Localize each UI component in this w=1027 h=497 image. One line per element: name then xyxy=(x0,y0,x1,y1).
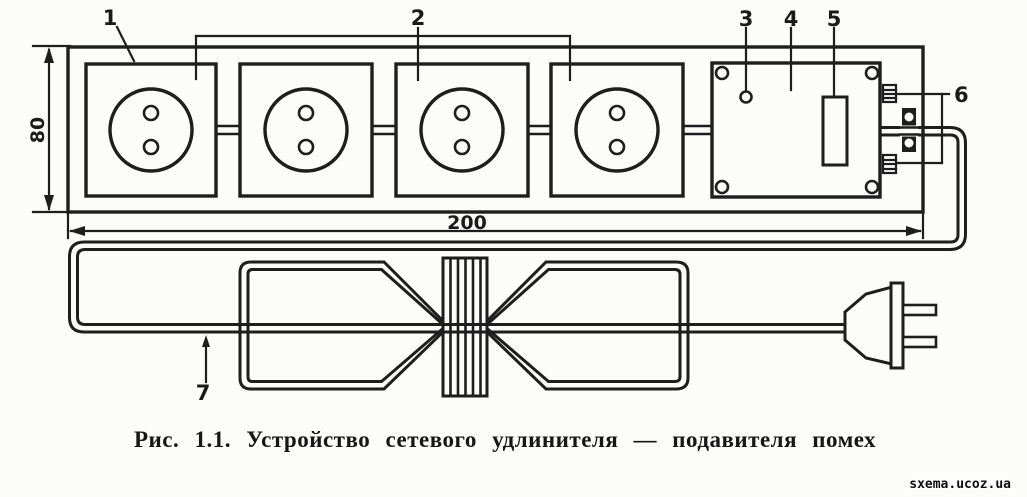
screw-hole xyxy=(714,65,730,81)
callout-2-sockets: 2 xyxy=(194,6,572,82)
callout-1-housing: 1 xyxy=(103,6,136,63)
pin-hole xyxy=(297,104,315,122)
dimension-height-80: 80 xyxy=(27,44,72,214)
fuse-terminal-bottom xyxy=(881,153,898,175)
socket-4 xyxy=(549,62,685,198)
screw-hole xyxy=(864,179,880,195)
pin-hole xyxy=(453,104,471,122)
power-strip-outline xyxy=(66,45,925,214)
plug-body xyxy=(843,285,894,366)
pin-hole xyxy=(453,138,471,156)
indicator-lamp xyxy=(739,90,753,104)
pin-hole xyxy=(608,104,626,122)
callout-1-label: 1 xyxy=(103,6,118,30)
callout-4-cover-plate: 4 xyxy=(784,7,799,92)
socket-face xyxy=(263,87,349,173)
dimension-length-200: 200 xyxy=(66,212,925,240)
plug-pin-top xyxy=(901,303,938,317)
socket-face xyxy=(419,87,505,173)
screw-hole xyxy=(864,65,880,81)
cover-plate-outline xyxy=(710,61,882,199)
plug-face xyxy=(889,281,905,370)
socket-face xyxy=(108,87,194,173)
figure-caption: Рис. 1.1. Устройство сетевого удлинителя… xyxy=(133,427,877,452)
callout-3-label: 3 xyxy=(739,7,754,31)
cord-line-a xyxy=(76,126,967,326)
socket-2 xyxy=(238,62,374,198)
socket-bus-links xyxy=(214,124,714,136)
socket-square xyxy=(549,62,685,198)
mains-plug xyxy=(843,281,938,370)
callout-6-fuses: 6 xyxy=(894,83,969,165)
cover-plate xyxy=(710,61,882,199)
watermark: sxema.ucoz.ua xyxy=(909,477,1011,492)
pin-hole xyxy=(608,138,626,156)
socket-square xyxy=(238,62,374,198)
pin-hole xyxy=(142,138,160,156)
winding-loop-right xyxy=(484,260,690,391)
socket-face xyxy=(574,87,660,173)
socket-3 xyxy=(394,62,530,198)
callout-7-cord: 7 xyxy=(196,335,211,405)
fuse-terminal-top xyxy=(881,83,898,104)
length-dim-label: 200 xyxy=(447,212,487,234)
power-switch xyxy=(821,95,849,167)
callout-5-label: 5 xyxy=(827,7,842,31)
plug-pin-bottom xyxy=(901,335,938,349)
callout-3-indicator: 3 xyxy=(739,7,754,92)
height-dim-label: 80 xyxy=(27,117,49,143)
callout-4-label: 4 xyxy=(784,7,799,31)
cord-connector xyxy=(898,108,920,152)
screw-hole xyxy=(714,179,730,195)
cord-line-b xyxy=(68,133,960,334)
callout-6-label: 6 xyxy=(954,83,969,107)
pin-hole xyxy=(142,104,160,122)
pin-hole xyxy=(297,138,315,156)
socket-square xyxy=(84,62,218,198)
callout-2-label: 2 xyxy=(411,6,426,30)
callout-5-switch: 5 xyxy=(827,7,842,97)
choke-core xyxy=(441,256,489,398)
power-cord xyxy=(68,126,967,334)
winding-loop-left xyxy=(238,260,446,391)
socket-square xyxy=(394,62,530,198)
socket-1 xyxy=(84,62,218,198)
callout-7-label: 7 xyxy=(196,381,211,405)
